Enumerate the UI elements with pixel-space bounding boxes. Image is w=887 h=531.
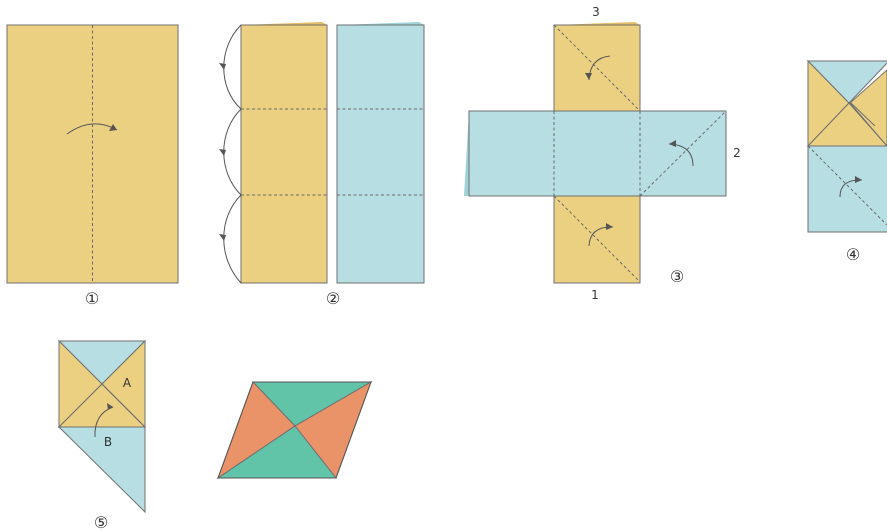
step-3-bottom-marker: 1 (591, 288, 599, 302)
step-1-group: ① (7, 25, 178, 308)
step-3-right-marker: 2 (733, 146, 741, 160)
step-3-blue-horizontal-strip (469, 111, 726, 196)
step-4-number-label: ④ (846, 245, 860, 264)
finished-model-group (218, 382, 371, 478)
step-2-accordion-arrowhead-lower-icon (219, 234, 226, 241)
step-4-blue-lower-panel (808, 146, 887, 232)
step-2-accordion-arrow-lower (224, 195, 241, 283)
step-2-orange-strip (241, 25, 327, 283)
step-5-marker-a: A (123, 376, 132, 390)
step-2-accordion-arrowhead-upper-icon (219, 63, 226, 70)
step-3-blue-back-layer (464, 111, 469, 196)
step-4-group: ④ (808, 61, 887, 264)
step-3-number-label: ③ (670, 267, 684, 286)
step-3-top-marker: 3 (592, 5, 600, 19)
step-1-number-label: ① (85, 289, 99, 308)
step-5-number-label: ⑤ (94, 513, 108, 531)
step-2-accordion-arrow-upper (224, 25, 241, 109)
step-5-marker-b: B (104, 435, 112, 449)
step-5-group: A B ⑤ (59, 341, 145, 531)
step-2-number-label: ② (326, 289, 340, 308)
step-2-group: ② (219, 22, 424, 308)
step-3-group: 3 2 1 ③ (464, 5, 741, 302)
step-5-lower-blue-triangle (59, 427, 145, 512)
step-2-accordion-arrow-middle (224, 109, 241, 195)
step-2-accordion-arrowhead-middle-icon (219, 149, 226, 156)
step-2-blue-strip (337, 25, 424, 283)
